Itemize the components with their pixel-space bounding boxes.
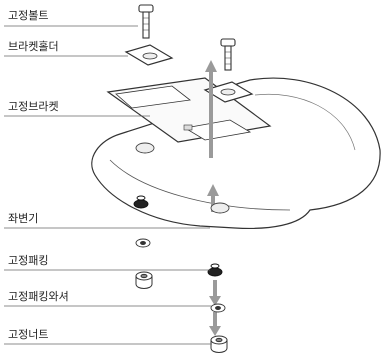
seat-holes [135, 142, 230, 214]
label-fixing-packing: 고정패킹 [8, 254, 49, 267]
fixing-bolt-left [138, 4, 154, 39]
down-arrow-icon [209, 280, 221, 336]
washer-right [210, 303, 226, 313]
label-bracket-holder: 브라켓홀더 [8, 40, 59, 53]
fixing-bracket-plate [106, 77, 272, 143]
packing-right [207, 263, 223, 277]
label-seat: 좌변기 [8, 212, 39, 225]
label-fixing-bracket: 고정브라켓 [8, 100, 59, 113]
packing-left [133, 195, 149, 209]
nut-right [210, 335, 228, 353]
label-fixing-nut: 고정너트 [8, 328, 49, 341]
bracket-holder-right [203, 81, 254, 103]
toilet-seat-body [91, 77, 381, 229]
label-fixing-packing-washer: 고정패킹와셔 [8, 290, 69, 303]
up-arrow-icon [205, 60, 219, 212]
label-fixing-bolt: 고정볼트 [8, 9, 49, 22]
leader-lines [4, 25, 212, 345]
bracket-holder [124, 44, 174, 66]
nut-left [135, 271, 153, 289]
fixing-bolt-right [220, 38, 236, 71]
washer-left [135, 238, 151, 248]
